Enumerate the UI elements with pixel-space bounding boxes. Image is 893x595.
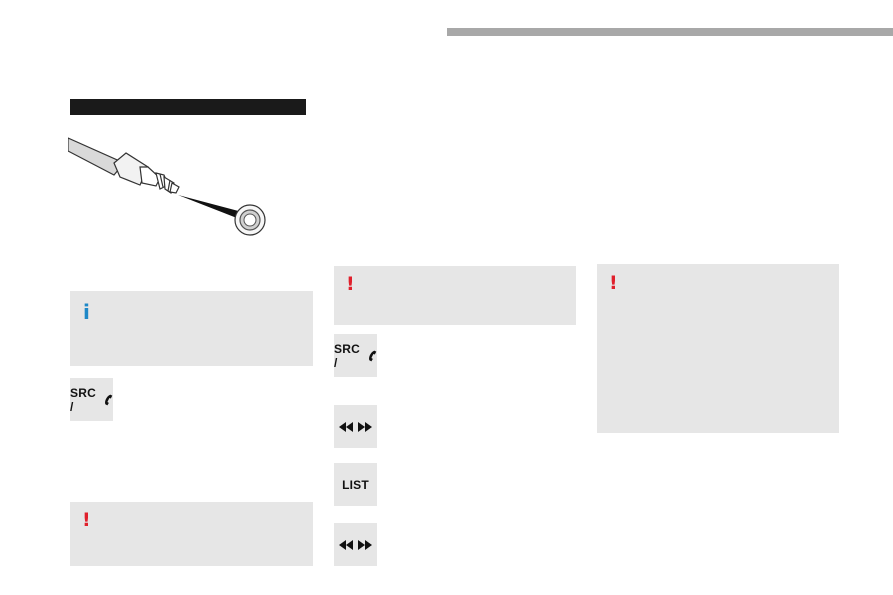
warning-note: ! [597, 264, 839, 433]
jack-plug-illustration [68, 137, 266, 236]
src-phone-button[interactable]: SRC / [334, 334, 377, 377]
warning-note: ! [70, 502, 313, 566]
warning-note: ! [334, 266, 576, 325]
seek-buttons[interactable] [334, 523, 377, 566]
warning-icon: ! [609, 272, 618, 294]
info-note: i [70, 291, 313, 366]
src-button-content: SRC / [70, 386, 113, 414]
warning-icon: ! [82, 509, 91, 531]
header-rule [447, 28, 893, 36]
fast-forward-icon [357, 539, 372, 550]
section-title-bar [70, 99, 306, 115]
src-button-label: SRC / [334, 341, 360, 370]
list-button[interactable]: LIST [334, 463, 377, 506]
warning-icon: ! [346, 273, 355, 295]
seek-icons [338, 421, 372, 432]
seek-buttons[interactable] [334, 405, 377, 448]
rewind-icon [338, 421, 353, 432]
src-phone-button[interactable]: SRC / [70, 378, 113, 421]
list-button-label: LIST [342, 477, 369, 492]
seek-icons [338, 539, 372, 550]
phone-handset-icon [105, 394, 113, 405]
rewind-icon [338, 539, 353, 550]
fast-forward-icon [357, 421, 372, 432]
info-icon: i [83, 300, 90, 324]
phone-handset-icon [369, 350, 377, 361]
src-button-label: SRC / [70, 385, 96, 414]
src-button-content: SRC / [334, 342, 377, 370]
